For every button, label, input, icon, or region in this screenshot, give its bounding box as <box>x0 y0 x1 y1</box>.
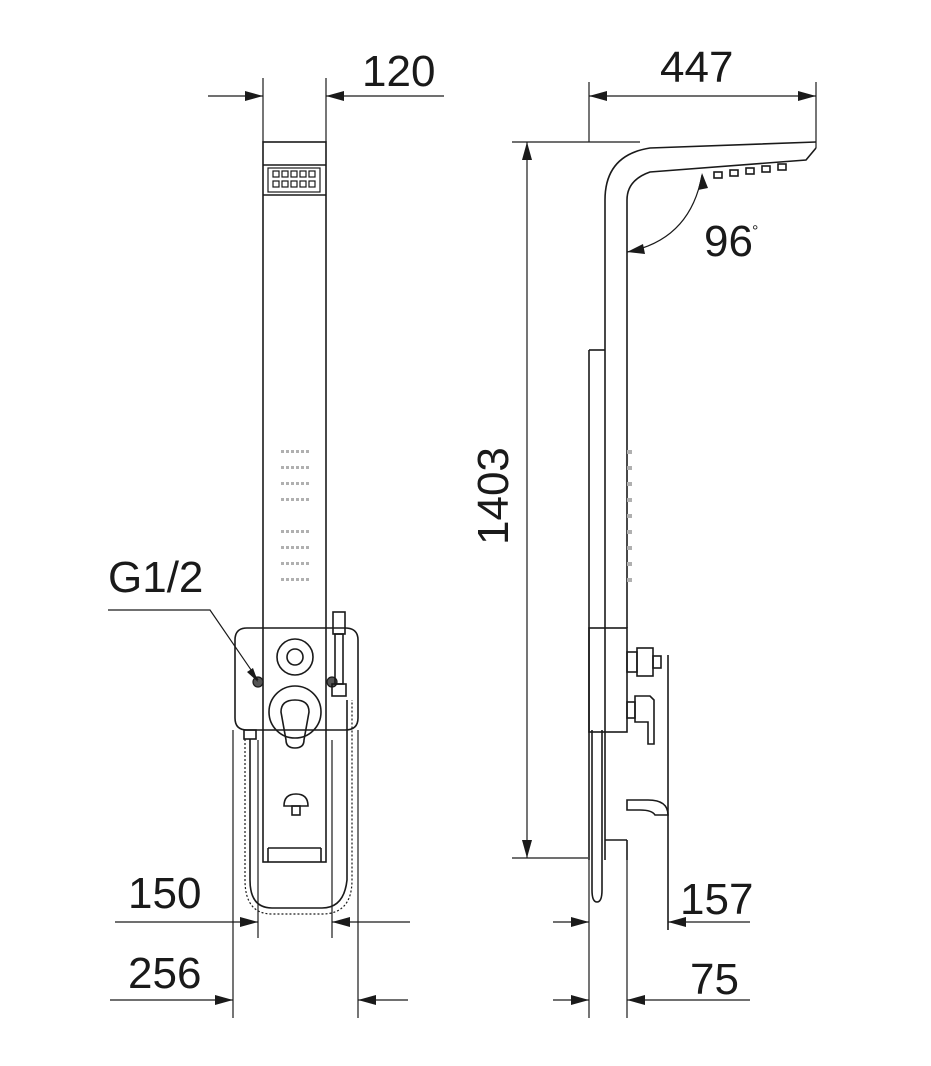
jet-nozzle <box>301 578 304 581</box>
side-jet-nozzle <box>627 530 632 534</box>
diverter-knob <box>276 638 314 676</box>
jet-nozzle <box>286 530 289 533</box>
side-jets <box>627 450 632 582</box>
mixer-lever <box>280 699 310 749</box>
jet-nozzle <box>286 498 289 501</box>
jet-nozzle <box>296 578 299 581</box>
jet-nozzle <box>286 450 289 453</box>
jet-nozzle <box>291 450 294 453</box>
jet-nozzle <box>281 546 284 549</box>
side-view: 447 1403 <box>469 43 817 1018</box>
head-projection-label: 447 <box>660 43 733 92</box>
side-jet-nozzle <box>627 546 632 550</box>
jet-nozzle <box>286 578 289 581</box>
inner-width-label: 150 <box>128 869 201 918</box>
dimension-head-projection: 447 <box>588 43 817 148</box>
side-jet-nozzle <box>627 578 632 582</box>
jet-nozzle <box>306 578 309 581</box>
jet-nozzle <box>301 482 304 485</box>
dimension-height: 1403 <box>469 141 640 859</box>
jet-nozzle <box>281 530 284 533</box>
jet-nozzle <box>286 466 289 469</box>
jet-nozzle <box>301 546 304 549</box>
front-view: 120 <box>108 47 444 1018</box>
jet-nozzle <box>281 562 284 565</box>
rain-head-grid <box>272 170 316 188</box>
jet-nozzle <box>301 450 304 453</box>
jet-nozzle <box>291 466 294 469</box>
body-jets <box>281 450 309 581</box>
shower-column-front <box>262 141 327 863</box>
side-jet-nozzle <box>627 562 632 566</box>
jet-nozzle <box>296 498 299 501</box>
angle-callout: 96 ° <box>626 173 758 266</box>
outer-width-label: 256 <box>128 949 201 998</box>
jet-nozzle <box>306 466 309 469</box>
jet-nozzle <box>291 482 294 485</box>
side-jet-nozzle <box>627 498 632 502</box>
side-jet-nozzle <box>627 450 632 454</box>
jet-nozzle <box>301 562 304 565</box>
jet-nozzle <box>306 450 309 453</box>
dimension-outer-width: 256 <box>110 730 408 1018</box>
side-jet-nozzle <box>627 514 632 518</box>
angle-unit: ° <box>752 223 758 240</box>
jet-nozzle <box>296 530 299 533</box>
jet-nozzle <box>291 546 294 549</box>
depth-panel-label: 75 <box>690 955 739 1004</box>
shower-column-side <box>588 141 817 930</box>
dimension-inner-width: 150 <box>115 740 410 938</box>
jet-nozzle <box>296 546 299 549</box>
jet-nozzle <box>286 546 289 549</box>
jet-nozzle <box>306 482 309 485</box>
shower-hose <box>243 700 353 915</box>
jet-nozzle <box>286 562 289 565</box>
jet-nozzle <box>281 466 284 469</box>
jet-nozzle <box>301 466 304 469</box>
side-jet-nozzle <box>627 482 632 486</box>
jet-nozzle <box>291 578 294 581</box>
jet-nozzle <box>301 530 304 533</box>
jet-nozzle <box>306 562 309 565</box>
jet-nozzle <box>286 482 289 485</box>
dimension-depth-panel: 75 <box>553 860 750 1018</box>
jet-nozzle <box>281 578 284 581</box>
spout-icon <box>283 793 309 816</box>
jet-nozzle <box>281 450 284 453</box>
jet-nozzle <box>281 498 284 501</box>
top-width-label: 120 <box>362 47 435 96</box>
jet-nozzle <box>291 498 294 501</box>
height-label: 1403 <box>469 447 518 545</box>
mixer-lever-base <box>268 685 322 739</box>
jet-nozzle <box>296 482 299 485</box>
jet-nozzle <box>296 450 299 453</box>
jet-nozzle <box>301 498 304 501</box>
dimension-depth-bottom: 157 <box>553 860 753 1018</box>
mixer-plate <box>234 611 359 749</box>
jet-nozzle <box>306 546 309 549</box>
jet-nozzle <box>306 498 309 501</box>
jet-nozzle <box>296 466 299 469</box>
connection-callout: G1/2 <box>108 553 259 682</box>
depth-bottom-label: 157 <box>680 875 753 924</box>
dimension-top-width: 120 <box>208 47 444 142</box>
connection-label: G1/2 <box>108 553 203 602</box>
side-jet-nozzle <box>627 466 632 470</box>
jet-nozzle <box>291 562 294 565</box>
jet-nozzle <box>281 482 284 485</box>
jet-nozzle <box>291 530 294 533</box>
jet-nozzle <box>296 562 299 565</box>
angle-value: 96 <box>704 217 753 266</box>
jet-nozzle <box>306 530 309 533</box>
